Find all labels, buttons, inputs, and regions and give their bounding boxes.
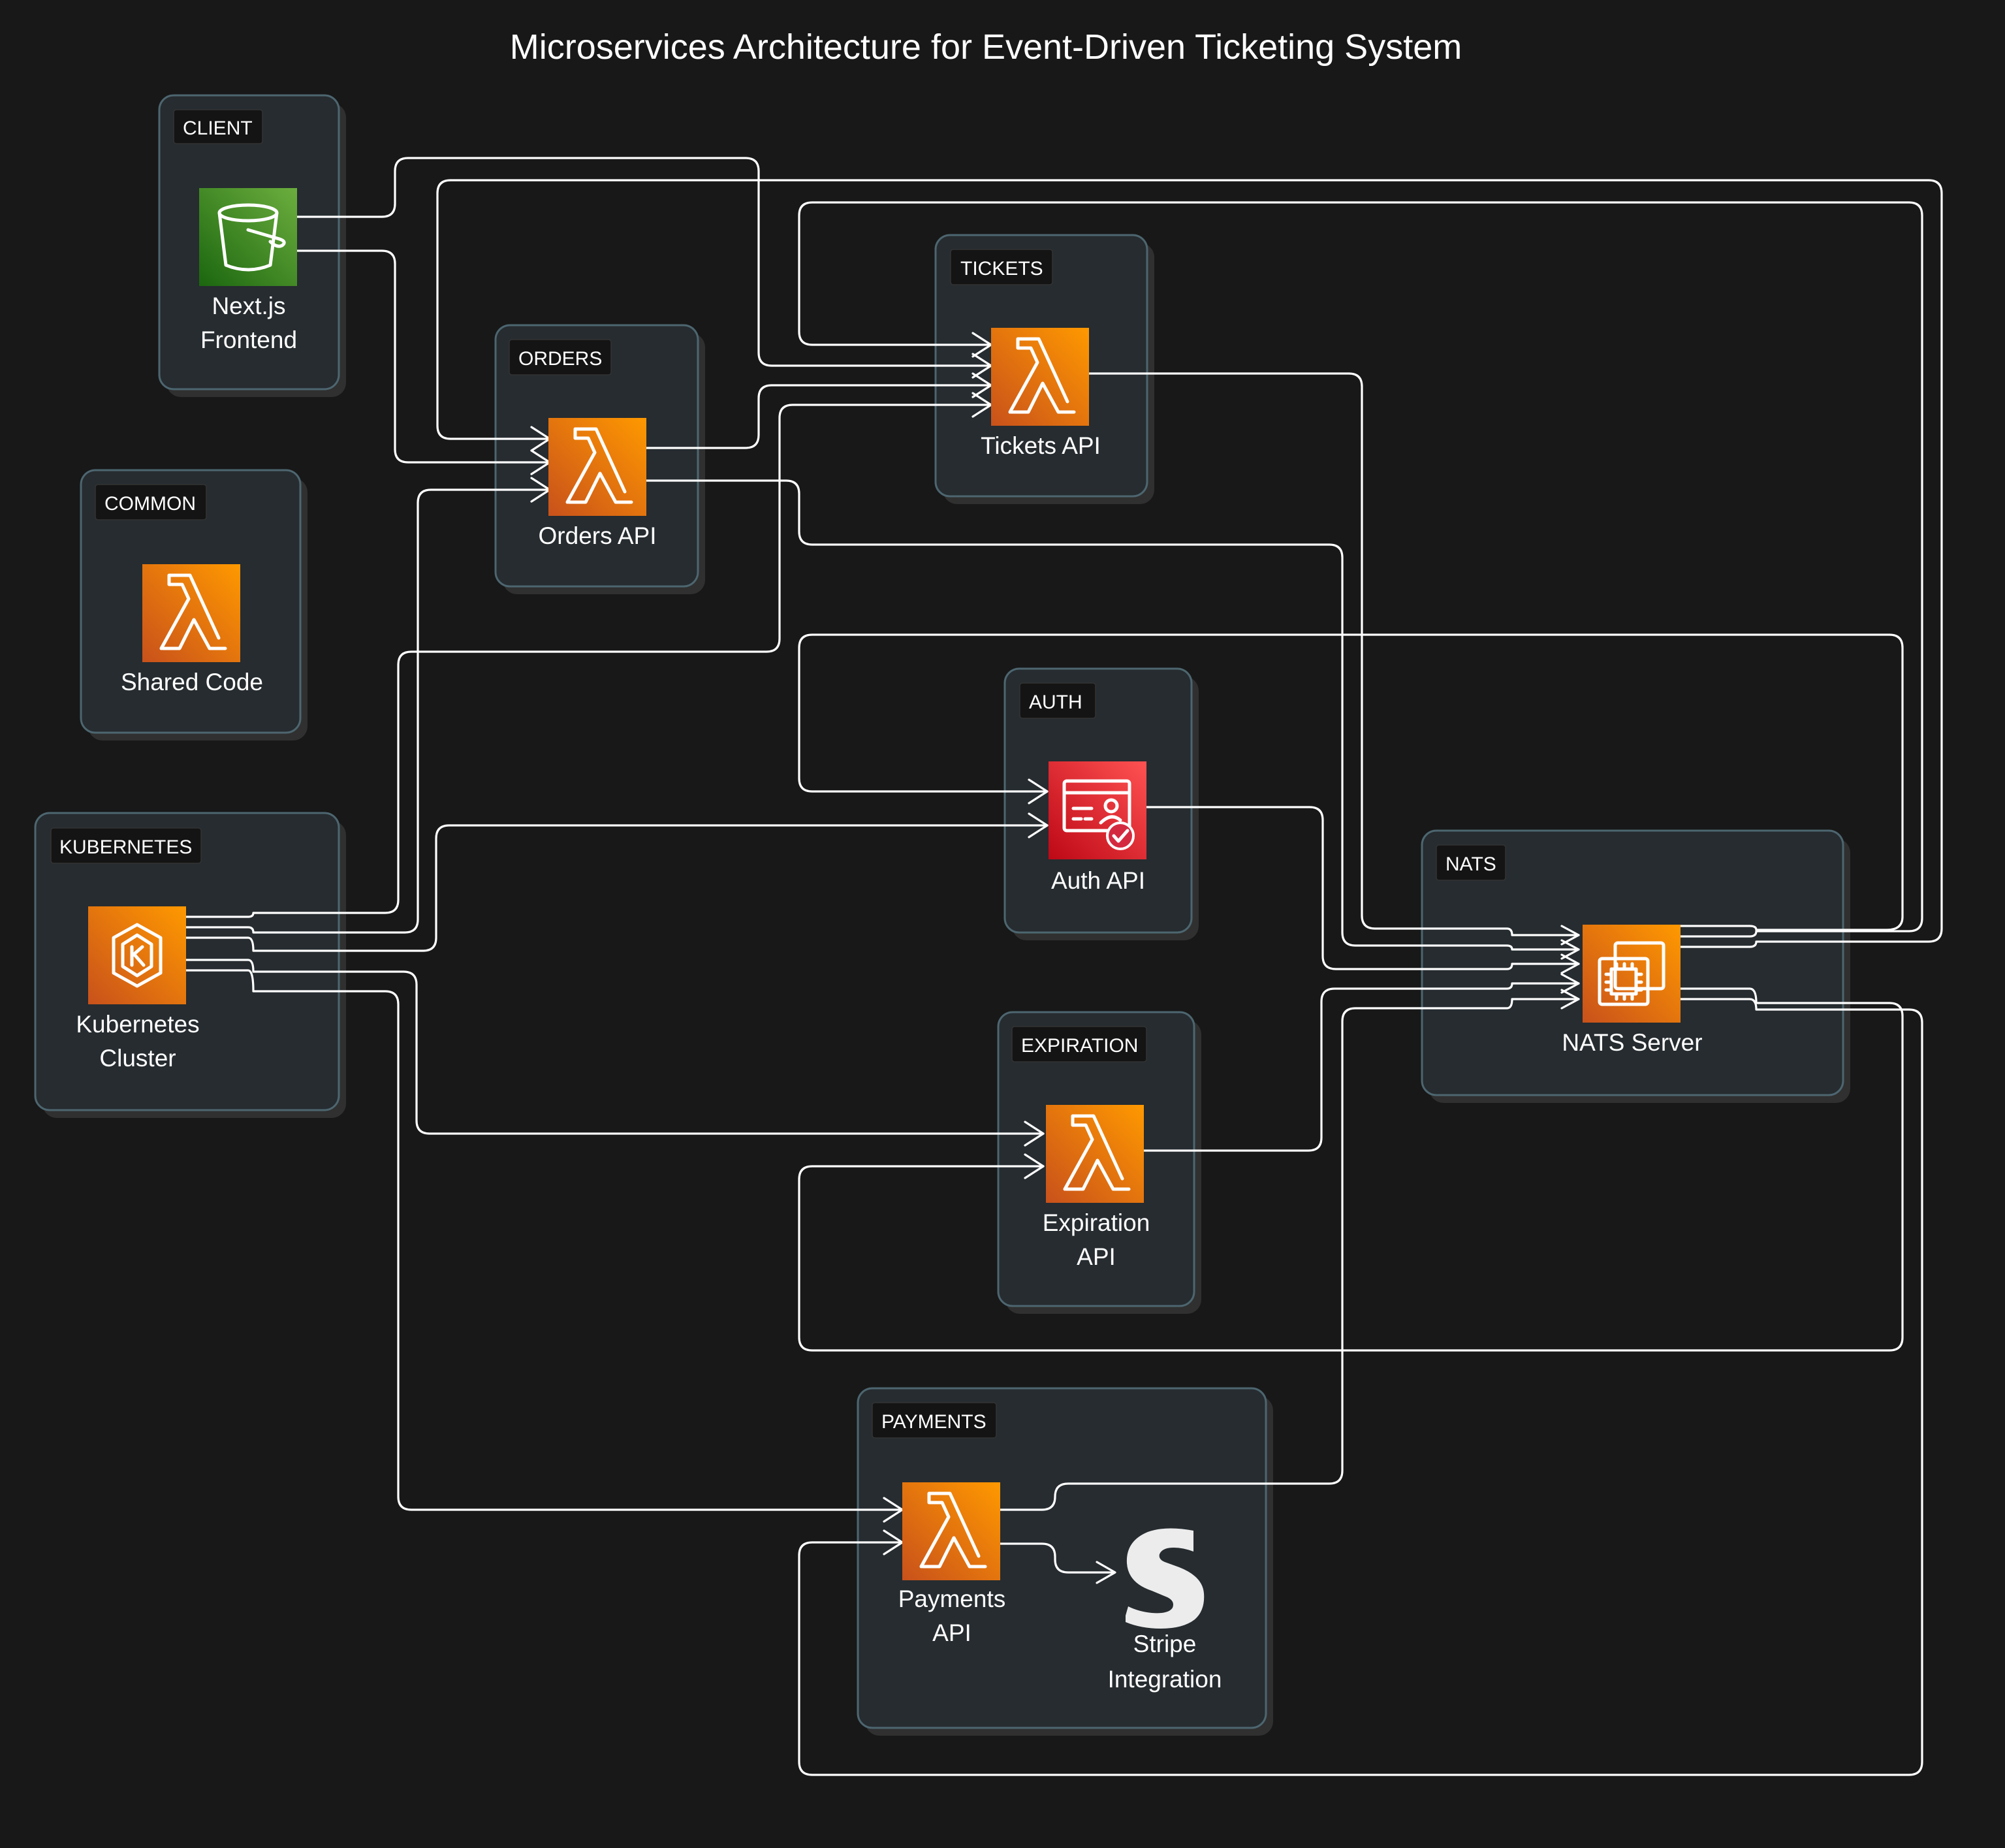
edge-nats-tickets — [798, 201, 1923, 938]
arrowhead — [1024, 1121, 1045, 1147]
chip-glyph — [1598, 941, 1666, 1006]
arrowhead — [1560, 939, 1580, 960]
arrowhead — [1096, 1561, 1116, 1584]
node-shared-code[interactable]: Shared Code — [121, 564, 263, 695]
edge-nats-payments — [798, 998, 1923, 1776]
group-label-tickets: TICKETS — [960, 258, 1043, 279]
arrowhead — [1560, 973, 1580, 994]
group-label-payments: PAYMENTS — [881, 1411, 987, 1433]
arrowhead — [1028, 812, 1049, 838]
node-frontend[interactable]: Next.js Frontend — [199, 188, 297, 353]
node-label-orders: Orders API — [539, 522, 657, 549]
edge-k8s-auth — [185, 824, 1049, 952]
node-tickets-api[interactable]: Tickets API — [981, 328, 1101, 459]
arrowhead — [1560, 925, 1580, 946]
eks-glyph — [112, 923, 163, 988]
edge-nats-orders — [436, 179, 1943, 948]
group-label-nats: NATS — [1445, 853, 1496, 875]
group-payments: PAYMENTS — [857, 1387, 1273, 1736]
edge-payments-nats — [999, 998, 1580, 1511]
edge-tickets-nats — [1088, 372, 1580, 936]
edge-frontend-tickets — [296, 157, 992, 367]
edge-payments-stripe — [999, 1542, 1115, 1574]
edge-k8s-orders — [185, 488, 551, 934]
node-label-payments-line2: API — [932, 1619, 971, 1646]
node-label-expiration-line2: API — [1077, 1243, 1116, 1270]
bucket-glyph — [217, 203, 286, 272]
diagram-title: Microservices Architecture for Event-Dri… — [510, 27, 1462, 67]
group-label-common: COMMON — [104, 493, 196, 515]
node-auth-api[interactable]: Auth API — [1049, 761, 1146, 894]
arrowhead — [1028, 778, 1049, 805]
node-label-expiration-line1: Expiration — [1043, 1209, 1150, 1236]
node-label-frontend-line1: Next.js — [212, 293, 285, 319]
edge-orders-nats — [645, 479, 1580, 951]
arrowhead — [1560, 989, 1580, 1010]
arrowhead — [1560, 953, 1580, 974]
node-orders-api[interactable]: Orders API — [539, 418, 657, 549]
node-label-shared: Shared Code — [121, 669, 263, 695]
edge-k8s-payments — [185, 969, 904, 1511]
node-label-stripe-line1: Stripe — [1133, 1631, 1197, 1657]
node-kubernetes-cluster[interactable]: Kubernetes Cluster — [76, 906, 200, 1072]
node-label-auth: Auth API — [1051, 867, 1145, 894]
stripe-logo-icon — [1126, 1528, 1205, 1629]
node-label-k8s-line1: Kubernetes — [76, 1011, 199, 1038]
node-nats-server[interactable]: NATS Server — [1562, 925, 1703, 1056]
node-label-payments-line1: Payments — [898, 1585, 1006, 1612]
edge-k8s-tickets — [185, 404, 992, 918]
node-expiration-api[interactable]: Expiration API — [1043, 1105, 1150, 1270]
edge-orders-tickets — [645, 384, 992, 449]
node-label-frontend-line2: Frontend — [200, 327, 297, 353]
id-card-glyph — [1062, 779, 1135, 850]
group-label-kubernetes: KUBERNETES — [59, 836, 192, 858]
node-stripe-integration[interactable]: Stripe Integration — [1108, 1528, 1222, 1693]
arrowhead — [1024, 1153, 1045, 1179]
group-label-auth: AUTH — [1029, 692, 1082, 713]
node-label-nats: NATS Server — [1562, 1029, 1702, 1056]
group-label-client: CLIENT — [183, 118, 253, 139]
group-kubernetes: KUBERNETES — [34, 812, 346, 1118]
edge-frontend-orders — [296, 249, 551, 464]
edge-auth-nats — [1145, 806, 1580, 970]
node-label-tickets: Tickets API — [981, 432, 1101, 459]
node-payments-api[interactable]: Payments API — [898, 1482, 1006, 1646]
edge-nats-expiration — [798, 987, 1904, 1352]
node-label-k8s-line2: Cluster — [99, 1045, 176, 1072]
edge-k8s-expiration — [185, 959, 1045, 1135]
node-label-stripe-line2: Integration — [1108, 1666, 1222, 1693]
edge-nats-auth — [798, 633, 1904, 931]
group-label-orders: ORDERS — [518, 348, 602, 370]
edge-expiration-nats — [1143, 982, 1580, 1152]
ec2-instance-icon — [1583, 925, 1681, 1023]
group-label-expiration: EXPIRATION — [1021, 1035, 1138, 1057]
edges — [185, 157, 1943, 1776]
